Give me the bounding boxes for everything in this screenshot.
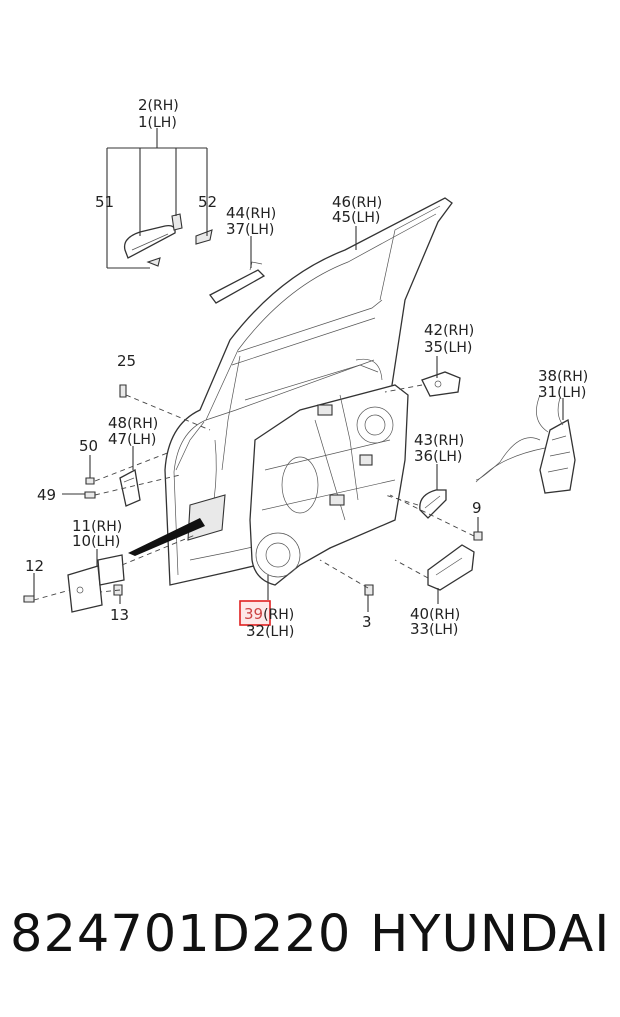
callout-45: 45	[332, 208, 351, 226]
svg-text:35(LH): 35(LH)	[424, 338, 472, 356]
callout-46: 46	[332, 193, 351, 211]
callout-3: 3	[362, 613, 372, 631]
svg-text:10(LH): 10(LH)	[72, 532, 120, 550]
svg-text:31(LH): 31(LH)	[538, 383, 586, 401]
callout-44: 44	[226, 204, 245, 222]
callout-51: 51	[95, 193, 114, 211]
svg-text:2(RH): 2(RH)	[138, 96, 179, 114]
callout-25: 25	[117, 352, 136, 370]
svg-text:32(LH): 32(LH)	[246, 622, 294, 640]
callout-40: 40	[410, 605, 429, 623]
svg-text:11(RH): 11(RH)	[72, 517, 122, 535]
fasteners	[23, 384, 483, 603]
callout-32: 32	[246, 622, 265, 640]
callout-52: 52	[198, 193, 217, 211]
callout-38: 38	[538, 367, 557, 385]
door-module-panel	[249, 384, 409, 586]
callout-43: 43	[414, 431, 433, 449]
callout-1: 1	[138, 113, 148, 131]
callout-10: 10	[72, 532, 91, 550]
svg-text:47(LH): 47(LH)	[108, 430, 156, 448]
inside-handle	[419, 489, 447, 519]
callout-11: 11	[72, 517, 91, 535]
callout-2: 2	[138, 96, 148, 114]
callout-42: 42	[424, 321, 443, 339]
svg-text:38(RH): 38(RH)	[538, 367, 588, 385]
svg-text:43(RH): 43(RH)	[414, 431, 464, 449]
svg-text:40(RH): 40(RH)	[410, 605, 460, 623]
outside-handle	[123, 213, 213, 267]
callout-33: 33	[410, 620, 429, 638]
part-number: 824701D220	[10, 905, 352, 964]
callout-12: 12	[25, 557, 44, 575]
svg-text:39(RH): 39(RH)	[244, 605, 294, 623]
callout-48: 48	[108, 414, 127, 432]
upper-hinge	[421, 371, 461, 397]
svg-text:36(LH): 36(LH)	[414, 447, 462, 465]
callout-highlight-box	[239, 600, 271, 626]
svg-text:45(LH): 45(LH)	[332, 208, 380, 226]
part-info-footer: 824701D220 HYUNDAI	[0, 905, 620, 975]
callout-47: 47	[108, 430, 127, 448]
callout-9: 9	[472, 499, 482, 517]
lower-hinge	[67, 554, 125, 613]
svg-text:37(LH): 37(LH)	[226, 220, 274, 238]
svg-text:1(LH): 1(LH)	[138, 113, 177, 131]
svg-text:48(RH): 48(RH)	[108, 414, 158, 432]
callout-13: 13	[110, 606, 129, 624]
assembly-arrow	[128, 518, 205, 556]
brand-name: HYUNDAI	[370, 905, 611, 964]
callout-35: 35	[424, 338, 443, 356]
callout-labels: 2(RH) 1(LH) 51 52 44(RH) 37(LH) 46(RH) 4…	[25, 96, 588, 640]
svg-text:42(RH): 42(RH)	[424, 321, 474, 339]
door-latch	[475, 394, 576, 494]
callout-31: 31	[538, 383, 557, 401]
callout-50: 50	[79, 437, 98, 455]
assembly-dashed-lines	[33, 384, 475, 601]
callout-39: 39	[244, 605, 263, 623]
callout-36: 36	[414, 447, 433, 465]
callout-49: 49	[37, 486, 56, 504]
svg-text:44(RH): 44(RH)	[226, 204, 276, 222]
door-check-bracket	[119, 469, 141, 507]
svg-text:46(RH): 46(RH)	[332, 193, 382, 211]
leader-lines	[33, 128, 564, 612]
callout-37: 37	[226, 220, 245, 238]
regulator-motor	[427, 544, 475, 591]
svg-text:33(LH): 33(LH)	[410, 620, 458, 638]
exploded-door-parts-diagram: 2(RH) 1(LH) 51 52 44(RH) 37(LH) 46(RH) 4…	[23, 96, 588, 640]
handle-rod-assembly	[209, 261, 266, 304]
